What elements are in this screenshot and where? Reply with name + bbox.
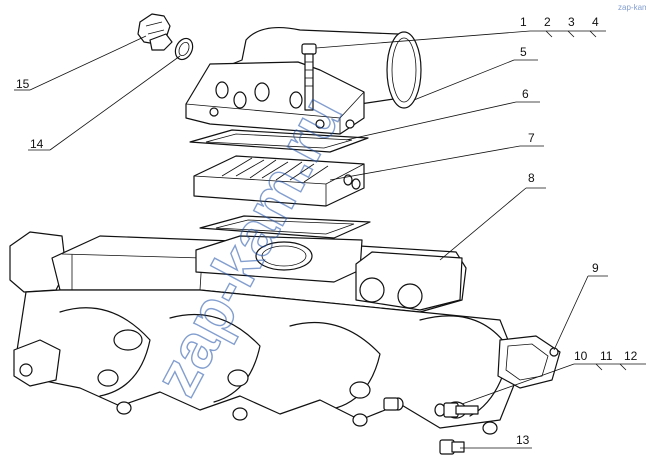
label-1: 1 <box>520 15 527 29</box>
label-15: 15 <box>16 77 30 91</box>
label-4: 4 <box>592 15 599 29</box>
part-13-bolt <box>439 439 465 455</box>
part-10-12-bolt-set <box>383 397 479 418</box>
intake-manifold-body <box>9 231 521 435</box>
leader-lines <box>14 30 646 449</box>
callout-labels: 1 2 3 4 5 6 7 8 9 10 11 12 13 14 15 <box>16 15 638 447</box>
label-9: 9 <box>592 261 599 275</box>
part-1-inlet-elbow <box>185 27 422 135</box>
part-6-gasket <box>189 129 369 153</box>
part-7-heater-block <box>193 155 365 207</box>
part-14-washer <box>174 37 194 61</box>
label-13: 13 <box>516 433 530 447</box>
label-8: 8 <box>528 171 535 185</box>
watermark-corner: zap-kam <box>618 3 646 12</box>
label-7: 7 <box>528 131 535 145</box>
label-12: 12 <box>624 349 638 363</box>
label-14: 14 <box>30 137 44 151</box>
label-10: 10 <box>574 349 588 363</box>
label-6: 6 <box>522 87 529 101</box>
part-9-flange-gasket <box>497 335 561 389</box>
label-3: 3 <box>568 15 575 29</box>
label-11: 11 <box>600 349 613 363</box>
label-5: 5 <box>520 45 527 59</box>
part-15-plug <box>137 13 173 51</box>
label-2: 2 <box>544 15 551 29</box>
lower-gasket <box>199 215 371 239</box>
